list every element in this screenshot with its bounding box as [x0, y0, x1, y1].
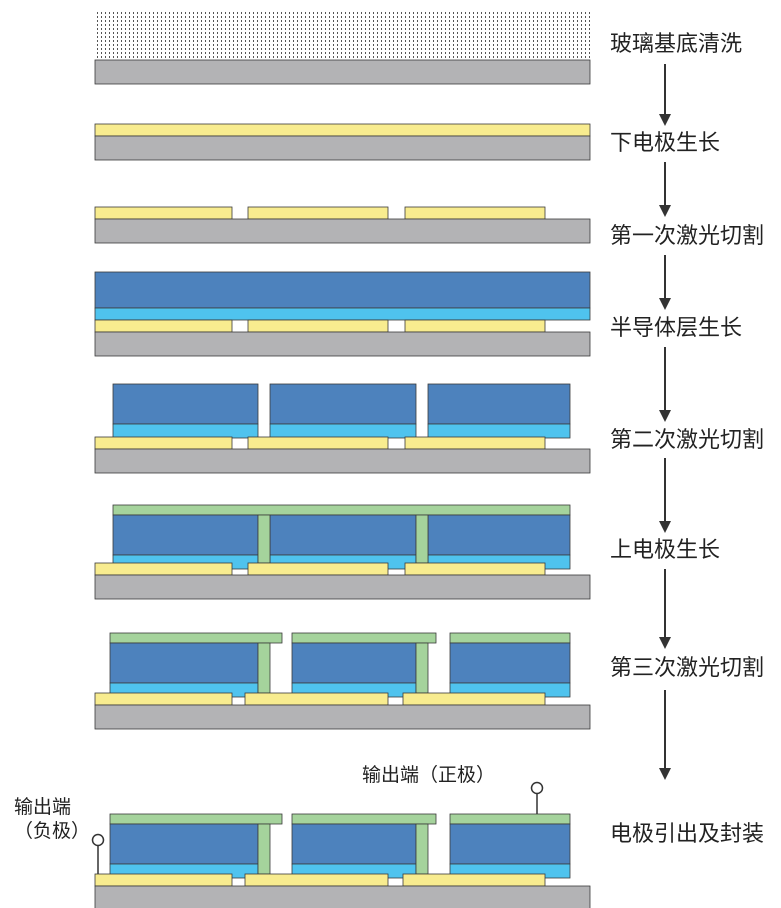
upper-electrode-segment — [109, 813, 283, 825]
glass-substrate — [94, 574, 591, 600]
lower-electrode-segment — [244, 873, 389, 887]
semiconductor-dark-block — [269, 514, 417, 556]
arrow-down-icon — [655, 255, 675, 310]
stage-second-laser-cut — [94, 383, 591, 474]
step-label-cleaning: 玻璃基底清洗 — [610, 32, 743, 57]
glass-substrate — [94, 218, 591, 244]
semiconductor-dark-block — [112, 514, 259, 556]
arrow-down-icon — [655, 162, 675, 217]
lower-electrode-segment — [94, 873, 233, 887]
upper-electrode-segment — [291, 632, 437, 644]
step-label-second-laser-cut: 第二次激光切割 — [610, 428, 765, 453]
glass-substrate — [94, 448, 591, 474]
upper-electrode-segment — [291, 813, 437, 825]
stage-third-laser-cut — [94, 632, 591, 730]
lower-electrode-segment — [94, 692, 233, 706]
semiconductor-dark-block — [269, 383, 417, 425]
stage-packaging — [91, 781, 591, 908]
lower-electrode-segment — [404, 436, 546, 450]
semiconductor-dark-block — [291, 823, 417, 865]
semiconductor-dark-layer — [94, 271, 591, 309]
upper-electrode-layer — [112, 504, 571, 516]
step-label-packaging: 电极引出及封装 — [610, 822, 765, 847]
lower-electrode-segment — [94, 206, 233, 220]
upper-electrode-via — [257, 823, 271, 875]
arrow-down-icon — [655, 690, 675, 780]
positive-terminal-label: 输出端（正极） — [362, 764, 496, 786]
arrow-down-icon — [655, 64, 675, 126]
upper-electrode-via — [415, 823, 429, 875]
cleaning-pattern — [95, 10, 590, 60]
semiconductor-dark-block — [427, 383, 571, 425]
upper-electrode-via — [415, 642, 429, 694]
stage-upper-electrode — [94, 504, 591, 600]
upper-electrode-segment — [109, 632, 283, 644]
upper-electrode-segment — [449, 632, 571, 644]
lower-electrode-segment — [402, 873, 546, 887]
semiconductor-dark-block — [427, 514, 571, 556]
lower-electrode-segment — [402, 692, 546, 706]
semiconductor-dark-block — [449, 823, 571, 865]
lower-electrode-segment — [247, 319, 389, 333]
semiconductor-dark-block — [109, 642, 259, 684]
lower-electrode-segment — [247, 562, 389, 576]
semiconductor-light-block — [269, 423, 417, 439]
upper-electrode-via — [257, 642, 271, 694]
lower-electrode-segment — [94, 436, 233, 450]
semiconductor-light-layer — [94, 307, 591, 321]
stage-glass-cleaning — [94, 10, 591, 85]
upper-electrode-segment — [449, 813, 571, 825]
glass-substrate — [94, 135, 591, 161]
lower-electrode-segment — [244, 692, 389, 706]
lower-electrode-segment — [247, 206, 389, 220]
semiconductor-light-block — [112, 423, 259, 439]
lower-electrode-segment — [94, 319, 233, 333]
arrow-down-icon — [655, 458, 675, 533]
negative-terminal-label: 输出端 （负极） — [14, 796, 90, 844]
step-label-first-laser-cut: 第一次激光切割 — [610, 224, 765, 249]
lower-electrode-segment — [404, 562, 546, 576]
stage-semiconductor-growth — [94, 271, 591, 357]
stage-first-laser-cut — [94, 206, 591, 244]
step-label-lower-electrode: 下电极生长 — [610, 131, 721, 156]
semiconductor-light-block — [427, 423, 571, 439]
semiconductor-dark-block — [109, 823, 259, 865]
upper-electrode-via — [415, 514, 429, 564]
lower-electrode-segment — [94, 562, 233, 576]
glass-substrate — [94, 331, 591, 357]
stage-lower-electrode — [94, 123, 591, 161]
lower-electrode-segment — [404, 206, 546, 220]
negative-terminal-icon — [91, 833, 105, 847]
step-label-third-laser-cut: 第三次激光切割 — [610, 656, 765, 681]
arrow-down-icon — [655, 347, 675, 422]
semiconductor-dark-block — [449, 642, 571, 684]
arrow-down-icon — [655, 569, 675, 649]
glass-substrate — [94, 885, 591, 908]
upper-electrode-via — [257, 514, 271, 564]
lower-electrode-layer — [94, 123, 591, 137]
step-label-upper-electrode: 上电极生长 — [610, 538, 721, 563]
lower-electrode-segment — [247, 436, 389, 450]
semiconductor-dark-block — [112, 383, 259, 425]
negative-terminal-line2: （负极） — [14, 819, 91, 842]
negative-terminal-line1: 输出端 — [14, 796, 72, 818]
semiconductor-dark-block — [291, 642, 417, 684]
glass-substrate — [94, 704, 591, 730]
lower-electrode-segment — [404, 319, 546, 333]
glass-substrate — [94, 59, 591, 85]
step-label-semiconductor: 半导体层生长 — [610, 316, 743, 341]
positive-terminal-icon — [530, 781, 544, 795]
